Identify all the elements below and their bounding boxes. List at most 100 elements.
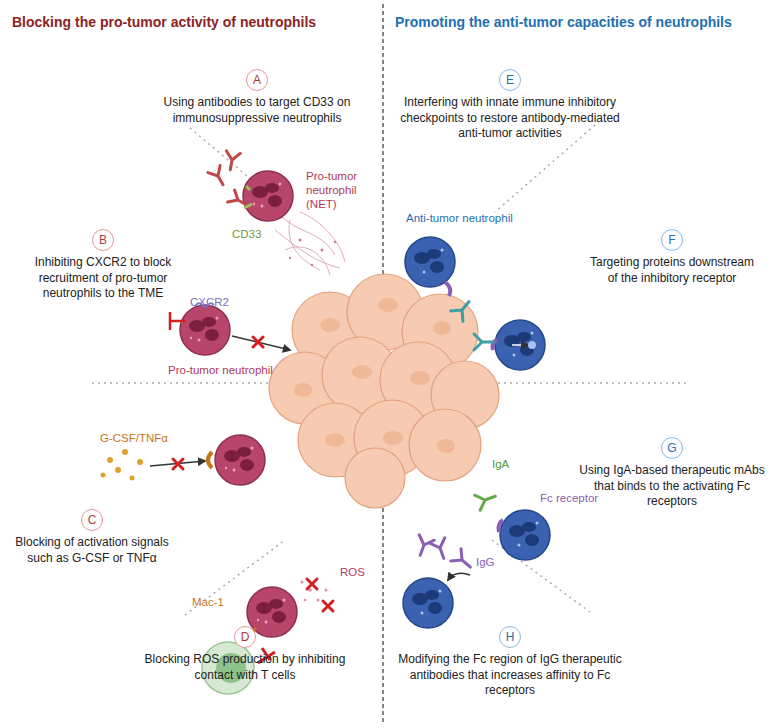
callout-letter: C	[81, 509, 103, 531]
art-circle	[130, 476, 135, 481]
art-ellipse	[320, 318, 340, 332]
art-circle	[137, 459, 143, 465]
art-path	[275, 212, 345, 275]
description-text: Inhibiting CXCR2 to block recruitment of…	[11, 255, 196, 302]
art-use	[180, 305, 230, 355]
art-circle	[528, 341, 536, 349]
art-circle	[321, 249, 324, 252]
art-use	[173, 459, 183, 469]
description-text: Blocking of activation signals such as G…	[7, 535, 177, 566]
receptor-label: Mac-1	[192, 596, 224, 610]
callout-letter: G	[661, 437, 683, 459]
art-use	[405, 237, 455, 287]
art-use	[451, 296, 475, 321]
art-line	[232, 336, 290, 350]
antibody-label: IgA	[492, 458, 509, 472]
callout-letter: A	[246, 69, 268, 91]
cell-label: Anti-tumor neutrophil	[406, 212, 513, 226]
art-use	[475, 489, 498, 511]
art-ellipse	[410, 371, 430, 385]
art-circle	[289, 257, 291, 259]
art-use	[403, 578, 453, 628]
art-circle	[301, 581, 304, 584]
art-ellipse	[433, 321, 451, 335]
description-text: Using antibodies to target CD33 on immun…	[147, 95, 367, 126]
art-path	[445, 282, 450, 296]
callout-letter: F	[661, 229, 683, 251]
art-g	[289, 239, 337, 267]
step-callout: A Using antibodies to target CD33 on immu…	[147, 69, 367, 126]
description-text: Using IgA-based therapeutic mAbs that bi…	[577, 463, 767, 510]
art-line	[512, 344, 528, 346]
art-ellipse	[437, 439, 455, 453]
column-heading: Promoting the anti-tumor capacities of n…	[395, 14, 732, 31]
art-circle	[101, 473, 106, 478]
step-callout: E Interfering with innate immune inhibito…	[390, 69, 630, 142]
art-circle	[299, 239, 302, 242]
receptor-label: CXCR2	[190, 296, 229, 310]
art-circle	[409, 409, 481, 481]
art-circle	[317, 599, 320, 602]
art-use	[323, 601, 333, 611]
callout-letter: D	[234, 626, 256, 648]
art-use	[307, 579, 317, 589]
description-text: Interfering with innate immune inhibitor…	[390, 95, 630, 142]
receptor-label: Fc receptor	[540, 492, 598, 506]
step-callout: B Inhibiting CXCR2 to block recruitment o…	[11, 229, 196, 302]
art-use	[208, 166, 229, 189]
art-circle	[325, 589, 328, 592]
step-callout: H Modifying the Fc region of IgG therapeu…	[390, 626, 630, 699]
art-path	[170, 312, 186, 330]
art-circle	[115, 467, 121, 473]
step-callout: D Blocking ROS production by inhibiting c…	[130, 626, 360, 683]
art-g	[269, 274, 499, 508]
art-use	[223, 151, 240, 171]
art-circle	[107, 457, 113, 463]
art-circle	[122, 449, 128, 455]
art-g	[294, 298, 455, 453]
callout-letter: B	[92, 229, 114, 251]
art-ellipse	[352, 365, 372, 379]
cell-label: Pro-tumor neutrophil (NET)	[306, 170, 378, 211]
art-circle	[311, 264, 313, 266]
art-use	[243, 171, 293, 221]
art-use	[215, 435, 265, 485]
step-callout: F Targeting proteins downstream of the in…	[587, 229, 757, 286]
art-g	[101, 449, 144, 481]
art-use	[451, 549, 476, 573]
step-callout: C Blocking of activation signals such as …	[7, 509, 177, 566]
receptor-label: CD33	[232, 228, 261, 242]
description-text: Targeting proteins downstream of the inh…	[587, 255, 757, 286]
art-ellipse	[325, 433, 345, 447]
art-path	[448, 573, 470, 580]
art-ellipse	[294, 383, 312, 397]
art-circle	[304, 599, 307, 602]
description-text: Modifying the Fc region of IgG therapeut…	[390, 652, 630, 699]
signal-label: G-CSF/TNFα	[100, 432, 168, 446]
art-path	[208, 452, 212, 468]
art-path	[499, 520, 504, 532]
art-line	[498, 382, 690, 384]
art-line	[244, 204, 252, 208]
art-use	[474, 334, 493, 350]
art-use	[253, 337, 263, 347]
callout-letter: H	[499, 626, 521, 648]
art-g	[92, 125, 690, 615]
art-line	[92, 382, 268, 384]
description-text: Blocking ROS production by inhibiting co…	[130, 652, 360, 683]
cell-label: Pro-tumor neutrophil	[168, 364, 273, 378]
art-use	[413, 535, 435, 558]
molecule-label: ROS	[340, 566, 365, 580]
art-use	[500, 510, 550, 560]
art-ellipse	[378, 298, 398, 312]
callout-letter: E	[499, 69, 521, 91]
step-callout: G Using IgA-based therapeutic mAbs that b…	[577, 437, 767, 510]
column-heading: Blocking the pro-tumor activity of neutr…	[12, 14, 316, 31]
art-g	[275, 212, 345, 275]
art-use	[495, 320, 545, 370]
art-line	[246, 186, 250, 190]
art-circle	[345, 448, 405, 508]
art-ellipse	[383, 431, 403, 445]
art-circle	[334, 241, 337, 244]
